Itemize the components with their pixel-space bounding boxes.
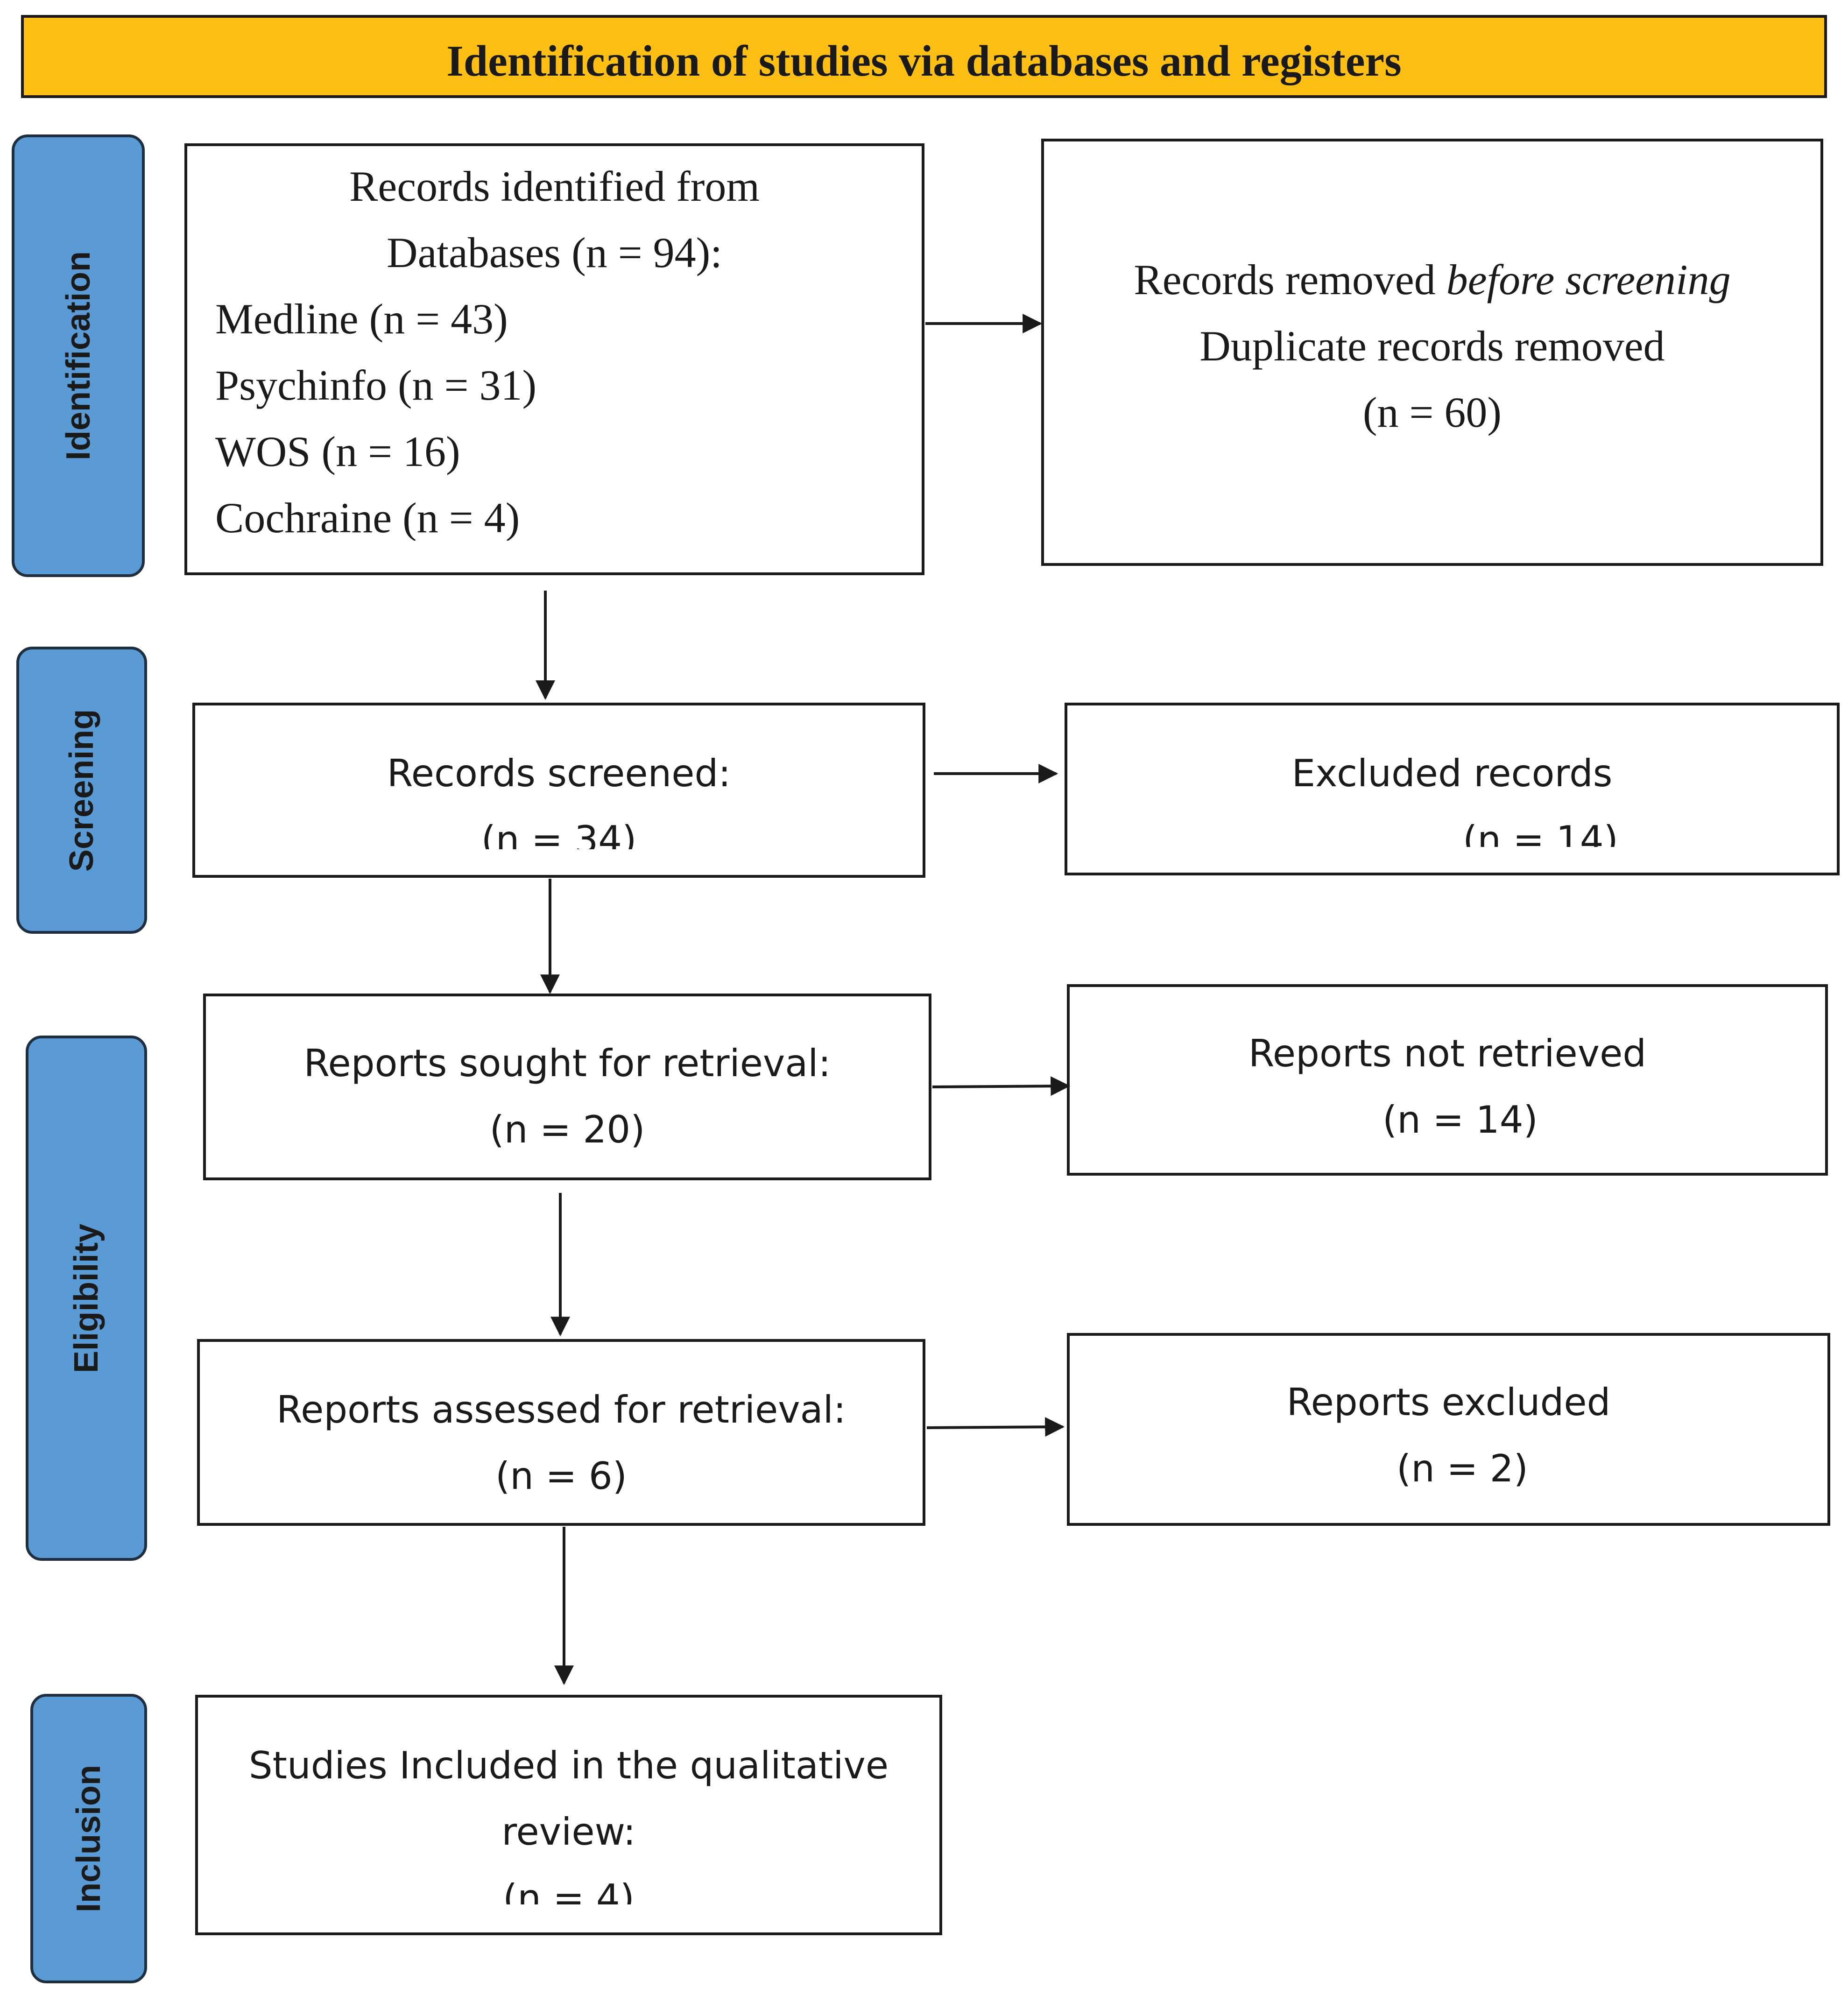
records-screened-label: Records screened: bbox=[387, 752, 731, 795]
studies-included-box: Studies Included in the qualitative revi… bbox=[195, 1695, 942, 1935]
records-psychinfo: Psychinfo (n = 31) bbox=[215, 361, 537, 409]
stage-eligibility: Eligibility bbox=[26, 1036, 147, 1561]
records-removed-line2: Duplicate records removed bbox=[1199, 322, 1665, 370]
records-removed-italic: before screening bbox=[1446, 256, 1731, 303]
reports-assessed-box: Reports assessed for retrieval: (n = 6) bbox=[197, 1339, 925, 1526]
excluded-records-label: Excluded records bbox=[1291, 752, 1613, 795]
reports-not-retrieved-label: Reports not retrieved bbox=[1248, 1032, 1647, 1075]
reports-not-retrieved-box: Reports not retrieved (n = 14) bbox=[1067, 984, 1828, 1176]
records-removed-line1: Records removed before screening bbox=[1044, 247, 1820, 313]
records-removed-count: (n = 60) bbox=[1362, 388, 1502, 436]
records-cochraine: Cochraine (n = 4) bbox=[215, 494, 520, 541]
excluded-records-count: (n = 14) bbox=[1463, 818, 1618, 847]
studies-included-line1: Studies Included in the qualitative bbox=[248, 1744, 889, 1787]
reports-sought-label: Reports sought for retrieval: bbox=[303, 1042, 831, 1085]
reports-sought-count: (n = 20) bbox=[489, 1108, 645, 1151]
reports-sought-box: Reports sought for retrieval: (n = 20) bbox=[203, 994, 931, 1180]
studies-included-line2: review: bbox=[501, 1810, 636, 1854]
reports-assessed-count: (n = 6) bbox=[495, 1454, 627, 1498]
header-bar: Identification of studies via databases … bbox=[21, 15, 1827, 98]
stage-identification: Identification bbox=[12, 134, 145, 577]
excluded-records-box: Excluded records (n = 14) bbox=[1065, 703, 1840, 875]
stage-inclusion: Inclusion bbox=[30, 1694, 147, 1983]
studies-included-count: (n = 4) bbox=[503, 1876, 635, 1904]
records-screened-box: Records screened: (n = 34) bbox=[192, 703, 925, 878]
records-identified-line2: Databases (n = 94): bbox=[387, 229, 722, 276]
reports-excluded-label: Reports excluded bbox=[1286, 1381, 1611, 1424]
records-screened-count: (n = 34) bbox=[481, 818, 637, 849]
reports-assessed-label: Reports assessed for retrieval: bbox=[276, 1388, 846, 1431]
arrow-sought-to-not-retrieved bbox=[932, 1076, 1071, 1096]
records-wos: WOS (n = 16) bbox=[215, 428, 460, 475]
records-identified-line1: Records identified from bbox=[349, 162, 760, 210]
reports-not-retrieved-count: (n = 14) bbox=[1382, 1098, 1538, 1142]
reports-excluded-count: (n = 2) bbox=[1397, 1447, 1528, 1490]
records-medline: Medline (n = 43) bbox=[215, 295, 508, 343]
arrow-assessed-to-excluded bbox=[926, 1417, 1065, 1437]
records-removed-box: Records removed before screening Duplica… bbox=[1041, 139, 1823, 566]
reports-excluded-box: Reports excluded (n = 2) bbox=[1067, 1333, 1830, 1526]
records-removed-prefix: Records removed bbox=[1134, 256, 1446, 303]
header-title: Identification of studies via databases … bbox=[446, 37, 1402, 85]
stage-screening: Screening bbox=[16, 647, 147, 934]
records-identified-box: Records identified from Databases (n = 9… bbox=[184, 143, 924, 575]
